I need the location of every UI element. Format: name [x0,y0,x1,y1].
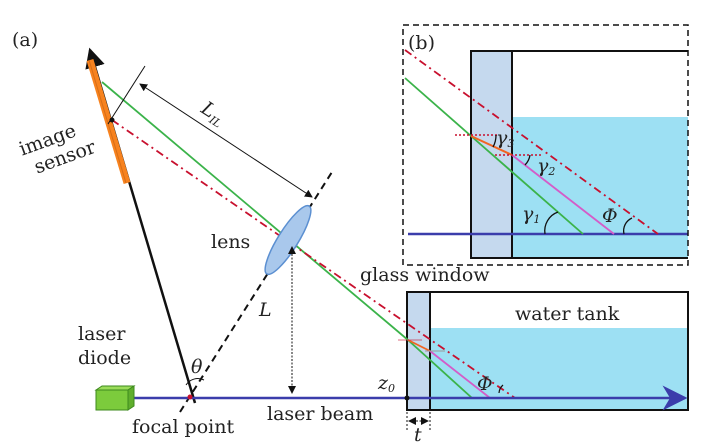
z0-label: z0 [377,372,395,395]
gamma2-label: γ2 [537,155,555,178]
L-label: L [258,299,272,321]
optical-axis-ray [111,119,516,399]
panel-b-label: (b) [408,32,435,54]
green-ray [101,81,409,341]
focal-point-label: focal point [132,416,234,438]
inset-border [402,24,689,266]
lens [264,204,312,276]
water-tank-label: water tank [515,303,620,325]
refracted-ray-water [429,350,491,399]
phi-label: Φ [477,373,493,395]
lens-label: lens [211,231,250,253]
panel-a-label: (a) [12,29,38,51]
dimension-tick [107,65,146,125]
glass-window-label: glass window [360,264,490,286]
gamma1-label: γ1 [522,203,540,226]
phi-b-label: Φ [602,205,618,227]
image-sensor-label: imagesensor [16,115,99,181]
inset-b [402,24,689,266]
focal-point-marker [187,394,193,400]
image-sensor [86,58,131,185]
t-label: t [414,424,422,443]
theta-label: θ [191,356,203,378]
gamma3-label: γ3 [496,127,514,150]
L-IL-label: LIL [195,97,229,131]
L-IL-dimension [139,83,313,198]
laser-beam-label: laser beam [267,403,373,425]
refracted-ray-glass [407,339,431,352]
laser-diode [94,385,136,411]
